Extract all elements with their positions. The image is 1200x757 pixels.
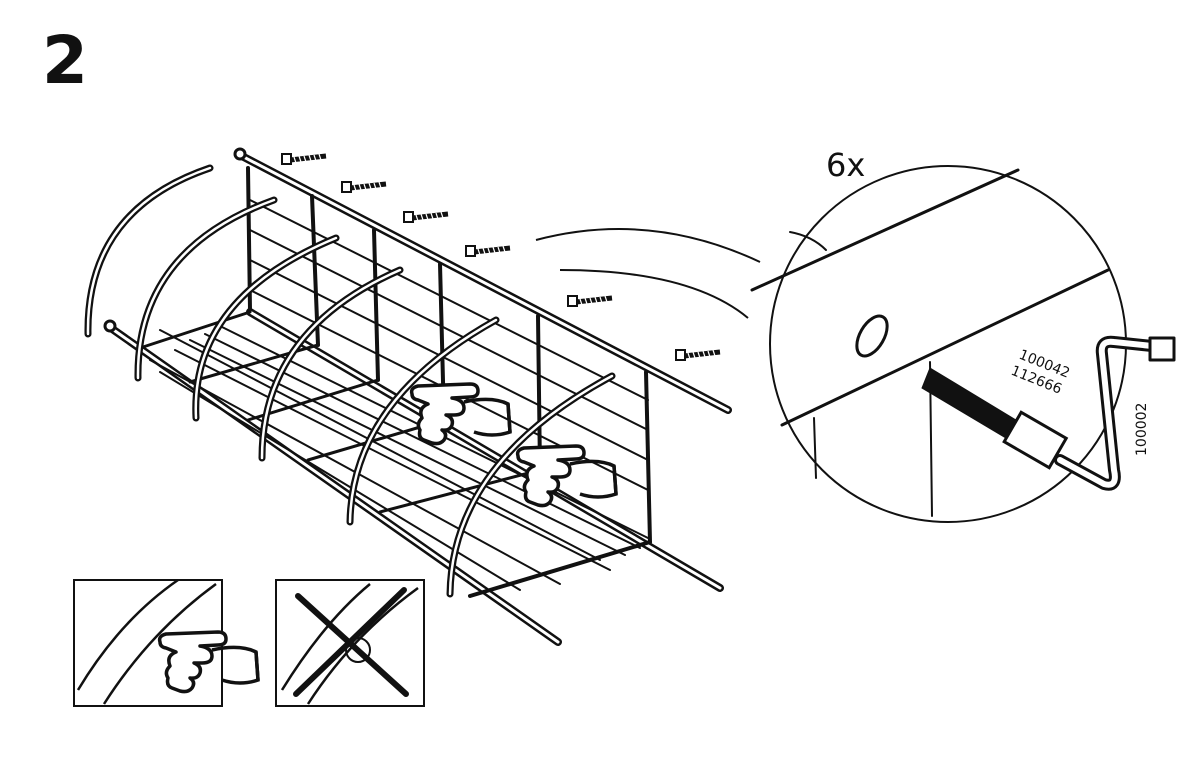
allen-key-icon [1054,335,1176,491]
cross-icon [293,587,409,697]
detail-illustration [750,168,1110,517]
tool-number: 100002 [1134,403,1150,456]
screw-icon [282,154,720,360]
pointing-hand-icon [157,630,260,694]
step-number: 2 [42,22,88,99]
frame-illustration [84,147,732,646]
quantity-label: 6x [826,146,865,184]
detail-callout [535,165,1127,523]
